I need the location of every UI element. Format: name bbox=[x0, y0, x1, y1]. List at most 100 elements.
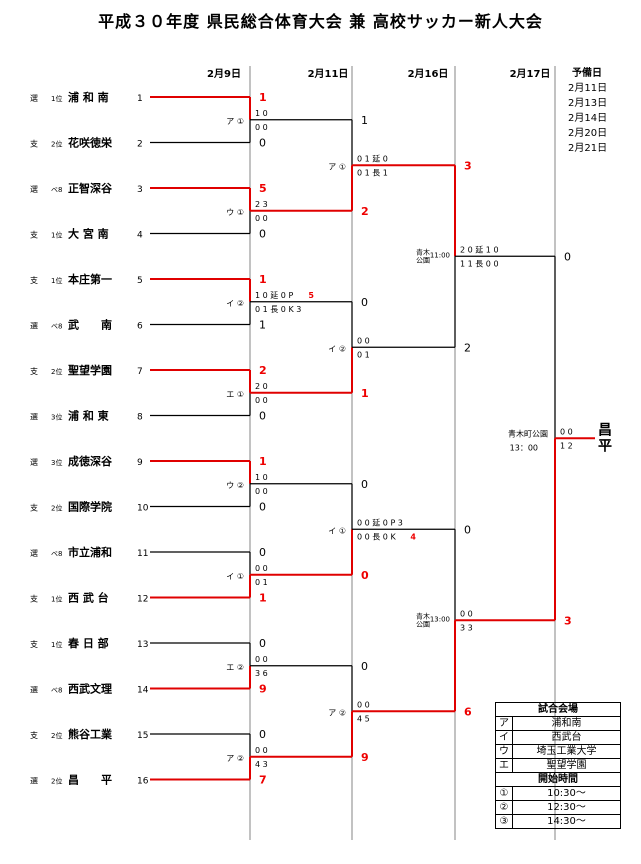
half-score-top: 0 0 bbox=[255, 746, 268, 755]
kickoff-time: 13：00 bbox=[510, 443, 538, 452]
score-bottom: 1 bbox=[361, 387, 369, 400]
team-number: 1 bbox=[137, 94, 143, 104]
seed-type: 支 bbox=[30, 275, 38, 285]
half-score-bottom: 4 3 bbox=[255, 760, 268, 769]
venue-legend-title: 試合会場 bbox=[495, 702, 621, 717]
seed-type: 選 bbox=[30, 548, 38, 558]
seed-type: 支 bbox=[30, 230, 38, 240]
spare-day: 2月14日 bbox=[568, 113, 608, 124]
pk-score: 4 bbox=[410, 532, 416, 541]
score-top: 0 bbox=[259, 546, 266, 559]
half-score-top: 0 1 延 0 bbox=[357, 153, 388, 163]
score-top: 0 bbox=[361, 660, 368, 673]
team-number: 10 bbox=[137, 504, 149, 514]
score-bottom: 0 bbox=[259, 137, 266, 150]
half-score-bottom: 0 0 bbox=[255, 487, 268, 496]
half-score-bottom: 4 5 bbox=[357, 714, 370, 723]
champion-name: 昌 bbox=[598, 422, 612, 438]
team-rank: 1位 bbox=[51, 231, 62, 240]
score-top: 3 bbox=[464, 159, 472, 172]
time-value: 12:30～ bbox=[512, 800, 621, 815]
team-number: 4 bbox=[137, 231, 143, 241]
half-score-top: 1 0 bbox=[255, 109, 268, 118]
half-score-top: 0 0 bbox=[357, 336, 370, 345]
score-bottom: 0 bbox=[259, 228, 266, 241]
match-label: ウ ② bbox=[226, 481, 244, 490]
venue-label: 青木町公園 bbox=[508, 428, 548, 438]
venue-name: 聖望学園 bbox=[512, 758, 621, 773]
score-bottom: 2 bbox=[361, 205, 369, 218]
score-bottom: 0 bbox=[259, 501, 266, 514]
team-number: 7 bbox=[137, 367, 143, 377]
team-number: 8 bbox=[137, 413, 143, 423]
half-score-bottom: 0 1 bbox=[255, 578, 268, 587]
team-number: 14 bbox=[137, 686, 149, 696]
seed-type: 支 bbox=[30, 139, 38, 149]
half-score-bottom: 1 2 bbox=[560, 441, 573, 450]
team-rank: ベ8 bbox=[51, 687, 62, 695]
score-top: 1 bbox=[361, 114, 368, 127]
team-name: 本庄第一 bbox=[68, 272, 112, 286]
team-rank: 2位 bbox=[51, 777, 62, 786]
score-bottom: 9 bbox=[361, 751, 369, 764]
venue-key: ウ bbox=[495, 744, 513, 759]
score-bottom: 0 bbox=[361, 569, 369, 582]
team-rank: ベ8 bbox=[51, 550, 62, 558]
half-score-top: 2 0 延 1 0 bbox=[460, 244, 499, 254]
team-name: 熊谷工業 bbox=[68, 727, 113, 741]
half-score-bottom: 1 1 長 0 0 bbox=[460, 259, 499, 268]
seed-type: 選 bbox=[30, 685, 38, 695]
team-rank: ベ8 bbox=[51, 186, 62, 194]
team-name: 正智深谷 bbox=[68, 181, 113, 195]
seed-type: 支 bbox=[30, 503, 38, 513]
match-label: ウ ① bbox=[226, 208, 244, 217]
spare-day: 2月20日 bbox=[568, 128, 608, 139]
match-label: ア ① bbox=[328, 162, 346, 171]
team-number: 2 bbox=[137, 140, 143, 150]
venue-key: エ bbox=[495, 758, 513, 773]
team-name: 花咲徳栄 bbox=[68, 136, 113, 150]
team-number: 15 bbox=[137, 731, 148, 741]
match-label: イ ① bbox=[226, 572, 244, 581]
half-score-top: 2 0 bbox=[255, 382, 268, 391]
half-score-bottom: 0 1 長 1 bbox=[357, 168, 388, 177]
team-name: 大 宮 南 bbox=[68, 227, 109, 241]
seed-type: 選 bbox=[30, 184, 38, 194]
score-top: 0 bbox=[564, 250, 571, 263]
pk-score: 5 bbox=[308, 291, 314, 300]
half-score-bottom: 0 0 bbox=[255, 214, 268, 223]
score-top: 1 bbox=[259, 455, 267, 468]
score-bottom: 2 bbox=[464, 341, 471, 354]
venue-name: 埼玉工業大学 bbox=[512, 744, 621, 759]
time-key: ① bbox=[495, 786, 513, 801]
team-rank: 3位 bbox=[51, 413, 62, 422]
half-score-bottom: 0 0 bbox=[255, 123, 268, 132]
half-score-bottom: 3 3 bbox=[460, 623, 473, 632]
score-top: 0 bbox=[259, 728, 266, 741]
spare-day: 2月11日 bbox=[568, 83, 608, 94]
spare-days: 予備日 2月11日 2月13日 2月14日 2月20日 2月21日 bbox=[568, 66, 607, 156]
team-rank: 2位 bbox=[51, 731, 62, 740]
time-value: 14:30～ bbox=[512, 814, 621, 829]
seed-type: 選 bbox=[30, 412, 38, 422]
team-rank: 1位 bbox=[51, 94, 62, 103]
seed-type: 支 bbox=[30, 366, 38, 376]
half-score-bottom: 0 1 bbox=[357, 350, 370, 359]
half-score-top: 1 0 延 0 P bbox=[255, 290, 293, 300]
team-number: 9 bbox=[137, 458, 143, 468]
match-label: ア ① bbox=[226, 117, 244, 126]
match-label: イ ① bbox=[328, 526, 346, 535]
score-bottom: 6 bbox=[464, 705, 472, 718]
team-name: 西 武 台 bbox=[68, 591, 109, 605]
score-top: 2 bbox=[259, 364, 267, 377]
team-name: 昌 平 bbox=[68, 774, 112, 787]
team-rank: ベ8 bbox=[51, 323, 62, 331]
seed-type: 支 bbox=[30, 639, 38, 649]
seed-type: 選 bbox=[30, 93, 38, 103]
venue-label: 公園 bbox=[416, 256, 430, 264]
seed-type: 支 bbox=[30, 594, 38, 604]
round-header: 2月16日 bbox=[408, 68, 449, 80]
round-header: 2月11日 bbox=[308, 68, 349, 80]
team-number: 3 bbox=[137, 185, 143, 195]
